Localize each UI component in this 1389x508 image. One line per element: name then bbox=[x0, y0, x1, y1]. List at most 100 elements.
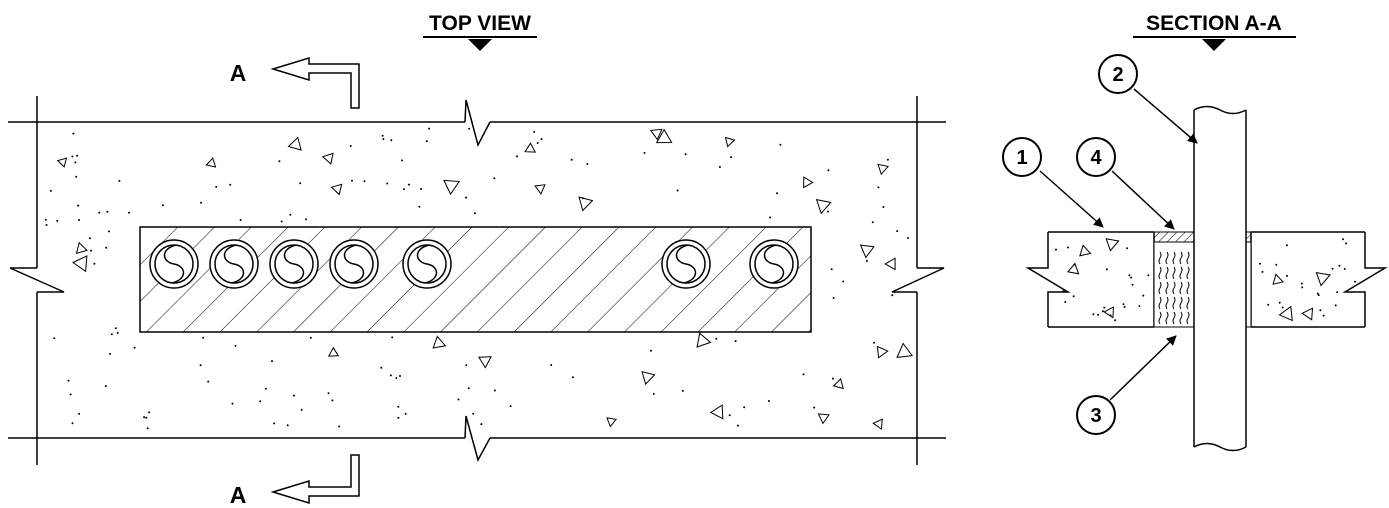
stipple-aggregate bbox=[872, 418, 883, 431]
stipple-dot bbox=[831, 377, 834, 380]
stipple-dot bbox=[1062, 290, 1065, 293]
section-arrow-bottom bbox=[270, 454, 360, 505]
stipple-dot bbox=[465, 196, 468, 199]
stipple-dot bbox=[1128, 274, 1131, 277]
stipple-dot bbox=[1343, 267, 1346, 270]
stipple-dot bbox=[264, 387, 267, 390]
packing-mark bbox=[1172, 266, 1176, 280]
stipple-dot bbox=[98, 211, 101, 214]
stipple-dot bbox=[570, 158, 573, 161]
packing-mark bbox=[1186, 251, 1190, 265]
stipple-dot bbox=[827, 169, 830, 172]
stipple-dot bbox=[53, 337, 56, 340]
stipple-dot bbox=[133, 346, 136, 349]
stipple-dot bbox=[493, 177, 496, 180]
packing-mark bbox=[1179, 281, 1183, 295]
stipple-dot bbox=[886, 158, 889, 161]
stipple-dot bbox=[425, 140, 428, 143]
stipple-dot bbox=[736, 424, 739, 427]
stipple-dot bbox=[229, 183, 232, 186]
stipple-dot bbox=[813, 406, 816, 409]
stipple-dot bbox=[106, 210, 109, 213]
stipple-dot bbox=[110, 333, 113, 336]
stipple-aggregate bbox=[641, 371, 656, 386]
stipple-dot bbox=[882, 206, 885, 208]
stipple-aggregate bbox=[56, 157, 68, 168]
pipe-2 bbox=[209, 239, 259, 289]
top-view-title: TOP VIEW bbox=[429, 12, 531, 35]
stipple-dot bbox=[891, 294, 894, 297]
stipple-aggregate bbox=[817, 413, 830, 425]
stipple-dot bbox=[1281, 306, 1284, 309]
stipple-dot bbox=[93, 262, 96, 265]
stipple-dot bbox=[234, 344, 237, 347]
stipple-dot bbox=[148, 411, 151, 414]
packing-mark bbox=[1165, 281, 1169, 295]
stipple-dot bbox=[67, 379, 70, 382]
stipple-dot bbox=[351, 179, 353, 182]
stipple-dot bbox=[877, 186, 880, 189]
stipple-dot bbox=[1338, 264, 1341, 267]
section-cut-marker-bottom: A bbox=[230, 454, 360, 508]
stipple-dot bbox=[1342, 238, 1345, 241]
stipple-dot bbox=[271, 360, 273, 363]
stipple-dot bbox=[1300, 282, 1303, 285]
stipple-dot bbox=[215, 185, 218, 188]
stipple-dot bbox=[71, 155, 74, 158]
stipple-dot bbox=[300, 408, 303, 411]
stipple-aggregate bbox=[1278, 305, 1293, 322]
stipple-dot bbox=[363, 180, 366, 183]
stipple-dot bbox=[509, 405, 512, 408]
stipple-aggregate bbox=[1301, 307, 1314, 321]
packing-mark bbox=[1158, 266, 1162, 280]
stipple-dot bbox=[1322, 314, 1325, 317]
stipple-dot bbox=[289, 213, 292, 216]
packing-texture bbox=[1158, 251, 1190, 325]
stipple-dot bbox=[779, 143, 782, 146]
stipple-dot bbox=[402, 188, 405, 191]
packing-mark bbox=[1179, 296, 1183, 310]
packing-mark bbox=[1186, 266, 1190, 280]
stipple-dot bbox=[107, 230, 110, 233]
callout-2: 2 bbox=[1098, 54, 1198, 144]
stipple-aggregate bbox=[205, 157, 217, 168]
stipple-dot bbox=[873, 341, 876, 344]
stipple-dot bbox=[78, 412, 81, 415]
stipple-dot bbox=[45, 224, 48, 226]
stipple-dot bbox=[1072, 295, 1075, 298]
stipple-dot bbox=[676, 189, 679, 192]
stipple-aggregate bbox=[655, 128, 673, 144]
stipple-aggregate bbox=[524, 142, 537, 153]
stipple-dot bbox=[907, 237, 909, 240]
packing-mark bbox=[1172, 296, 1176, 310]
stipple-aggregate bbox=[1103, 306, 1114, 319]
stipple-dot bbox=[827, 210, 829, 213]
packing-mark bbox=[1179, 311, 1183, 325]
packing-mark bbox=[1158, 251, 1162, 265]
stipple-dot bbox=[467, 387, 470, 390]
stipple-dot bbox=[231, 402, 234, 405]
stipple-dot bbox=[865, 259, 868, 262]
stipple-dot bbox=[239, 219, 242, 221]
stipple-dot bbox=[1267, 303, 1270, 306]
packing-mark bbox=[1165, 311, 1169, 325]
stipple-dot bbox=[1064, 301, 1067, 303]
stipple-dot bbox=[734, 340, 737, 343]
pipe-3 bbox=[269, 239, 319, 289]
stipple-dot bbox=[338, 425, 341, 428]
stipple-dot bbox=[397, 416, 400, 419]
stipple-dot bbox=[533, 130, 536, 133]
packing-mark bbox=[1158, 281, 1162, 295]
stipple-dot bbox=[69, 393, 72, 396]
stipple-dot bbox=[90, 249, 93, 252]
stipple-dot bbox=[202, 336, 205, 339]
stipple-aggregate bbox=[72, 255, 88, 273]
stipple-dot bbox=[1142, 294, 1145, 297]
packing-mark bbox=[1172, 311, 1176, 325]
stipple-aggregate bbox=[724, 136, 736, 148]
stipple-dot bbox=[200, 201, 202, 204]
stipple-dot bbox=[1285, 244, 1288, 247]
stipple-dot bbox=[1147, 274, 1150, 277]
stipple-aggregate bbox=[696, 332, 712, 348]
section-arrow-top bbox=[270, 56, 360, 109]
